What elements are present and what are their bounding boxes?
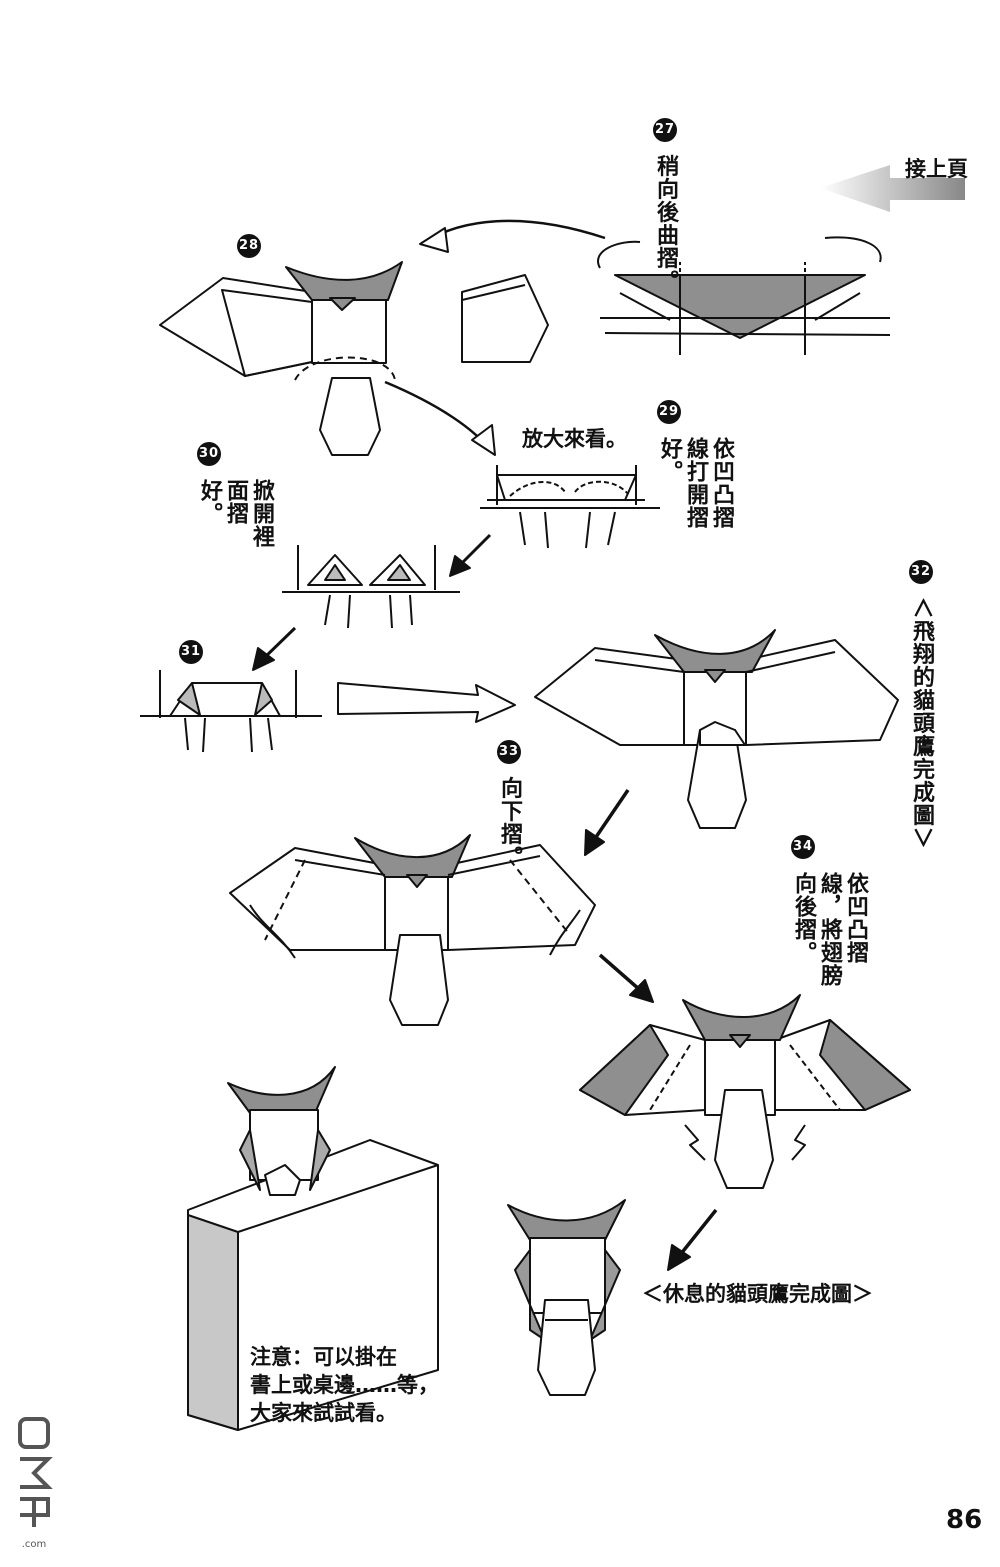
note-line-2: 書上或桌邊……等， <box>250 1373 439 1397</box>
step-27-text: 稍向後曲摺。 <box>653 154 678 293</box>
continue-arrow-icon <box>820 165 965 212</box>
step-31-figure <box>140 670 322 753</box>
step-27-number: 27 <box>653 118 677 142</box>
step-28-figure <box>159 261 549 456</box>
step-33-instruction: 33 向下摺。 <box>496 740 522 869</box>
step-33-figure <box>229 834 596 1026</box>
rest-caption: ＜休息的貓頭鷹完成圖＞ <box>642 1282 873 1306</box>
step-30-figure <box>282 545 460 629</box>
step-29-instruction: 29 依凹凸摺線打開摺好。 <box>657 400 734 547</box>
step-34-number: 34 <box>791 835 815 859</box>
step-28-number: 28 <box>237 234 261 258</box>
zoom-note: 放大來看。 <box>522 427 627 451</box>
step-29-text: 依凹凸摺線打開摺好。 <box>657 436 734 529</box>
step-30-instruction: 30 掀開裡面摺好。 <box>197 442 274 564</box>
note-block: 注意：可以掛在 書上或桌邊……等， 大家來試試看。 <box>250 1343 439 1427</box>
step-29-number: 29 <box>657 400 681 424</box>
step-32-number: 32 <box>909 560 933 584</box>
owl-on-book-figure <box>187 1066 439 1431</box>
step-32-caption: 32 ＜飛翔的貓頭鷹完成圖＞ <box>908 560 934 850</box>
note-line-3: 大家來試試看。 <box>250 1401 397 1425</box>
step-31-label: 31 <box>178 640 204 668</box>
note-line-1: 注意：可以掛在 <box>250 1345 397 1369</box>
step-27-instruction: 27 稍向後曲摺。 <box>652 118 678 293</box>
page-number: 86 <box>946 1505 983 1535</box>
step-27-figure <box>419 219 891 355</box>
step-33-text: 向下摺。 <box>497 776 522 869</box>
right-arrow-icon <box>337 682 516 723</box>
step-30-text: 掀開裡面摺好。 <box>197 478 274 548</box>
step-32-text: ＜飛翔的貓頭鷹完成圖＞ <box>909 596 934 850</box>
watermark-logo-icon: .com <box>18 1417 53 1550</box>
step-34-text: 依凹凸摺線，將翅膀向後摺。 <box>791 871 868 987</box>
step-31-number: 31 <box>179 640 203 664</box>
step-29-figure <box>480 465 660 549</box>
step-30-number: 30 <box>197 442 221 466</box>
step-34-figure <box>579 994 911 1189</box>
step-32-figure <box>534 629 899 829</box>
step-28-label: 28 <box>236 234 262 262</box>
step-33-number: 33 <box>497 740 521 764</box>
svg-text:.com: .com <box>22 1539 47 1550</box>
resting-owl-figure <box>507 1199 626 1396</box>
step-34-instruction: 34 依凹凸摺線，將翅膀向後摺。 <box>791 835 868 1002</box>
continued-label: 接上頁 <box>905 157 968 181</box>
